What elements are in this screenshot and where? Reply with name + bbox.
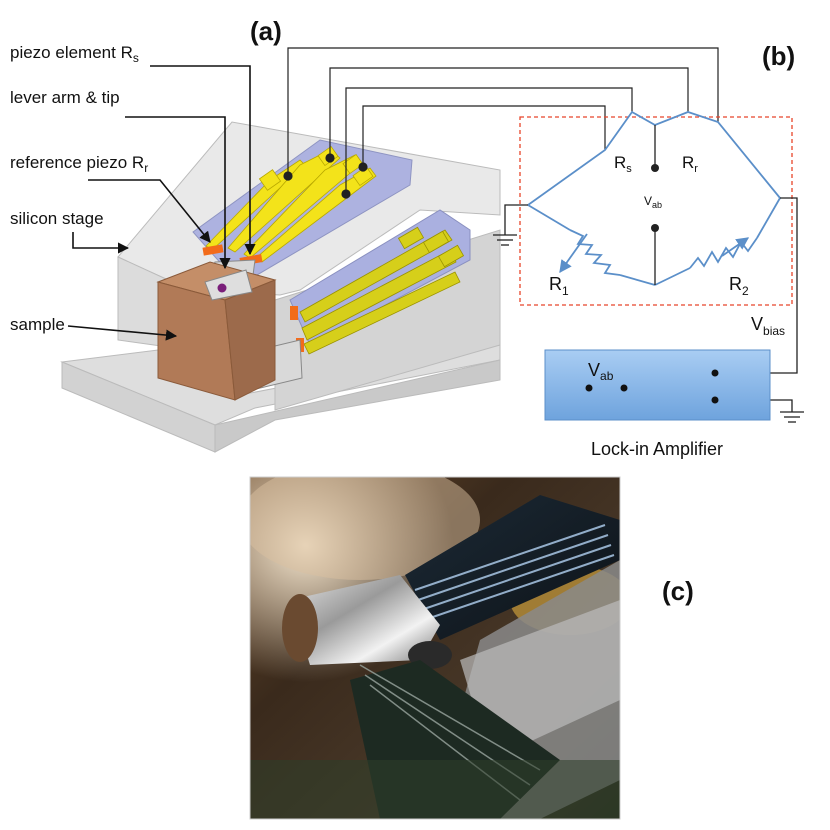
lower-piezo-a — [290, 306, 298, 320]
label-sample: sample — [10, 315, 65, 334]
leader-piezo-element — [150, 65, 256, 256]
leader-sample — [67, 325, 178, 341]
label-reference-piezo: reference piezo Rr — [10, 153, 148, 175]
leader-lever-arm — [125, 116, 231, 270]
amp-terminal-a — [585, 384, 593, 392]
bridge-label-r2: R2 — [729, 274, 749, 298]
connection-wires — [283, 47, 719, 199]
leader-reference-piezo — [88, 179, 211, 243]
lever-over-sample — [204, 269, 253, 301]
bridge-label-rs: Rs — [614, 153, 632, 175]
bridge-dashed-box — [519, 116, 793, 306]
bridge-label-r1: R1 — [549, 274, 569, 298]
leader-silicon-stage — [72, 232, 130, 254]
photo-frame — [249, 476, 621, 820]
lower-piezo-traces — [299, 226, 465, 355]
stage-base-side — [214, 359, 501, 453]
ground-right — [780, 411, 804, 423]
bridge-label-vab: Vab — [644, 194, 662, 210]
reference-piezo — [202, 244, 224, 256]
vab-node-bottom — [651, 224, 659, 232]
ground-left — [493, 234, 517, 246]
bridge-label-rr: Rr — [682, 153, 698, 175]
amp-terminal-bias — [711, 369, 719, 377]
panel-label-c: (c) — [662, 576, 694, 606]
amplifier-caption: Lock-in Amplifier — [591, 439, 723, 459]
label-silicon-stage: silicon stage — [10, 209, 104, 228]
panel-label-a: (a) — [250, 16, 282, 46]
bridge-lines — [527, 110, 781, 286]
amp-terminal-ground — [711, 396, 719, 404]
sample-tip — [217, 283, 227, 293]
amplifier-label-vab: Vab — [588, 360, 614, 383]
vab-node-top — [651, 164, 659, 172]
sample-side — [224, 279, 276, 401]
photo-metal-block — [290, 575, 440, 665]
photo-panel — [250, 477, 620, 819]
panel-label-b: (b) — [762, 41, 795, 71]
amp-terminal-b — [620, 384, 628, 392]
label-piezo-element: piezo element Rs — [10, 43, 139, 65]
label-lever-arm: lever arm & tip — [10, 88, 120, 107]
bridge-label-vbias: Vbias — [751, 314, 785, 338]
lock-in-amplifier-box — [544, 349, 771, 421]
